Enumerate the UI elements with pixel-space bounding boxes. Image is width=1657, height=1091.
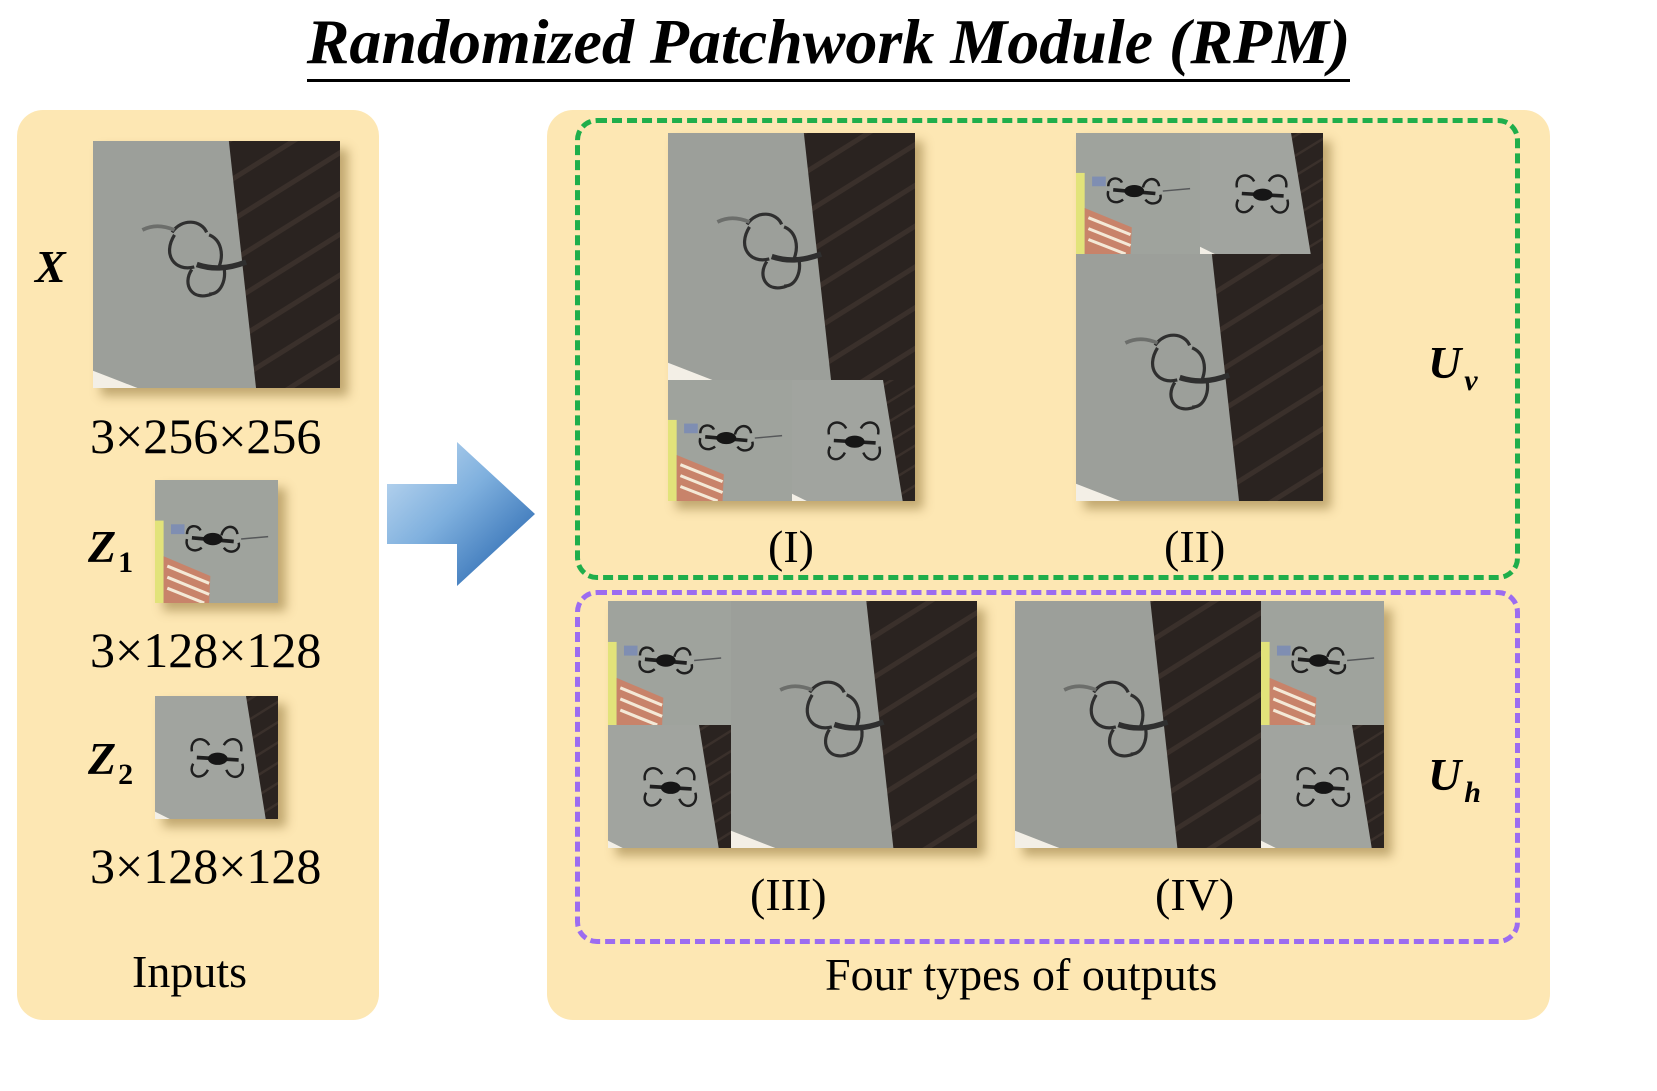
type4-tile-x	[1015, 601, 1261, 848]
input-image-x	[93, 141, 340, 388]
uv-group-border	[575, 118, 1520, 580]
figure-title: Randomized Patchwork Module (RPM)	[0, 4, 1657, 82]
type4-label: (IV)	[1155, 869, 1235, 920]
type3-label: (III)	[750, 869, 827, 920]
input-image-z1	[155, 480, 278, 603]
type2-tile-z1	[1076, 133, 1200, 254]
x-label: X	[35, 241, 66, 292]
type1-tile-z1-graphic	[668, 380, 792, 501]
x-dims: 3×256×256	[90, 408, 322, 464]
type3-tile-x	[731, 601, 977, 848]
input-image-x-graphic	[93, 141, 340, 388]
input-image-z2-graphic	[155, 696, 278, 819]
type1-tile-x-graphic	[668, 133, 915, 380]
output-image-type-4	[1015, 601, 1384, 848]
z1-dims: 3×128×128	[90, 622, 322, 678]
type3-tile-x-graphic	[731, 601, 977, 848]
type3-tile-z1	[608, 601, 731, 725]
output-image-type-1	[668, 133, 915, 501]
type1-tile-z2-graphic	[792, 380, 915, 501]
type4-tile-z1-graphic	[1261, 601, 1384, 725]
uh-group-border	[575, 590, 1520, 944]
type1-tile-z2	[792, 380, 915, 501]
inputs-caption: Inputs	[132, 946, 247, 997]
output-image-type-2	[1076, 133, 1323, 501]
output-image-type-3	[608, 601, 977, 848]
type3-tile-z2	[608, 725, 731, 848]
type4-tile-x-graphic	[1015, 601, 1261, 848]
type1-label: (I)	[768, 521, 814, 572]
type2-tile-z2	[1200, 133, 1323, 254]
type1-tile-z1	[668, 380, 792, 501]
z2-dims: 3×128×128	[90, 838, 322, 894]
z2-label: Z2	[88, 733, 134, 791]
type3-tile-z1-graphic	[608, 601, 731, 725]
type4-tile-z2-graphic	[1261, 725, 1384, 848]
right-arrow-icon	[387, 442, 535, 586]
type2-tile-x	[1076, 254, 1323, 501]
type2-tile-z2-graphic	[1200, 133, 1323, 254]
outputs-caption: Four types of outputs	[825, 949, 1218, 1000]
type4-tile-z2	[1261, 725, 1384, 848]
type2-label: (II)	[1164, 521, 1226, 572]
type1-tile-x	[668, 133, 915, 380]
type3-tile-z2-graphic	[608, 725, 731, 848]
type2-tile-x-graphic	[1076, 254, 1323, 501]
z1-label: Z1	[88, 521, 134, 579]
type4-tile-z1	[1261, 601, 1384, 725]
type2-tile-z1-graphic	[1076, 133, 1200, 254]
input-image-z2	[155, 696, 278, 819]
input-image-z1-graphic	[155, 480, 278, 603]
